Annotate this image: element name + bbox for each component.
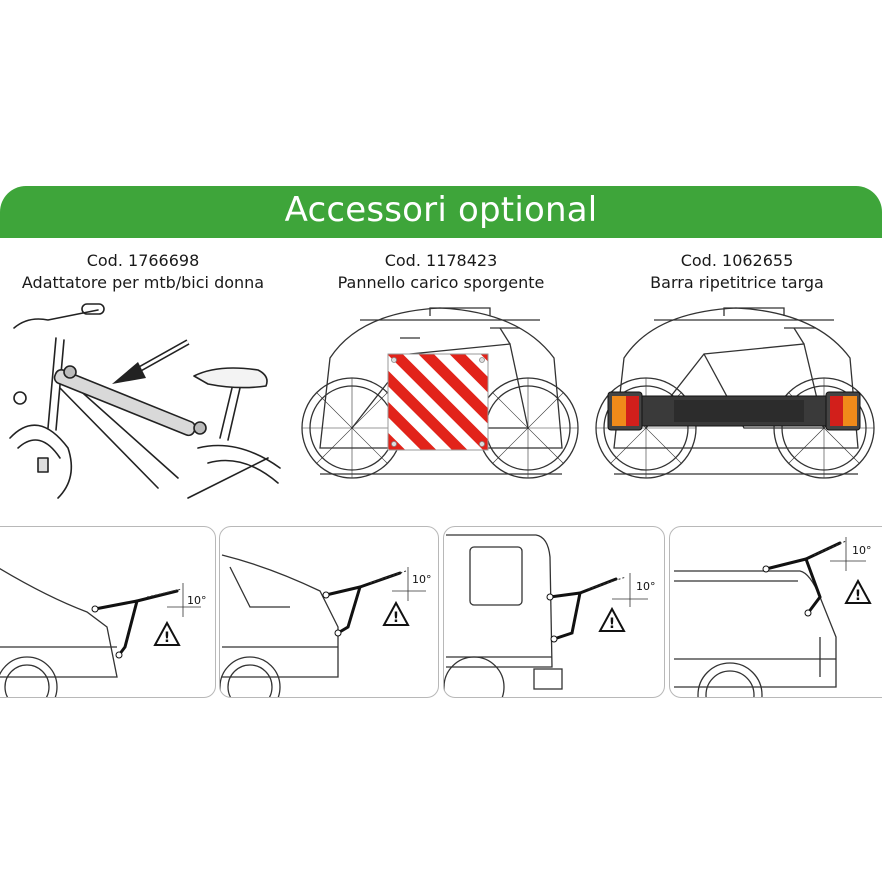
mounting-diagram-station-wagon: 10° ! xyxy=(669,526,882,698)
accessory-caption-3: Cod. 1062655 Barra ripetitrice targa xyxy=(592,250,882,294)
bike-adapter-illustration xyxy=(9,303,281,499)
angle-label: 10° xyxy=(852,544,872,557)
svg-text:!: ! xyxy=(393,610,399,626)
mounting-diagram-van: 10° ! xyxy=(443,526,665,698)
mounting-diagram-sedan: 10° ! xyxy=(0,526,216,698)
warning-triangle-icon: ! xyxy=(382,600,410,626)
svg-text:!: ! xyxy=(164,630,170,646)
accessory-description: Barra ripetitrice targa xyxy=(650,273,824,292)
accessory-caption-2: Cod. 1178423 Pannello carico sporgente xyxy=(296,250,586,294)
accessory-code: Cod. 1062655 xyxy=(680,251,794,270)
tail-light-left xyxy=(607,391,643,431)
accessory-caption-1: Cod. 1766698 Adattatore per mtb/bici don… xyxy=(0,250,286,294)
angle-label: 10° xyxy=(187,594,207,607)
warning-triangle-icon: ! xyxy=(844,578,872,604)
accessory-description: Adattatore per mtb/bici donna xyxy=(21,273,265,292)
warning-triangle-icon: ! xyxy=(153,620,181,646)
angle-label: 10° xyxy=(636,580,656,593)
svg-text:!: ! xyxy=(855,588,861,604)
warning-panel-illustration xyxy=(301,307,579,479)
banner-title: Accessori optional xyxy=(284,190,598,230)
tail-light-right xyxy=(825,391,861,431)
angle-label: 10° xyxy=(412,573,432,586)
svg-text:!: ! xyxy=(609,616,615,632)
accessory-code: Cod. 1766698 xyxy=(86,251,200,270)
warning-triangle-icon: ! xyxy=(598,606,626,632)
accessory-description: Pannello carico sporgente xyxy=(337,273,545,292)
accessories-banner: Accessori optional xyxy=(0,186,882,238)
accessory-code: Cod. 1178423 xyxy=(384,251,498,270)
light-bar-illustration xyxy=(595,307,875,479)
mounting-diagram-hatchback: 10° ! xyxy=(219,526,439,698)
